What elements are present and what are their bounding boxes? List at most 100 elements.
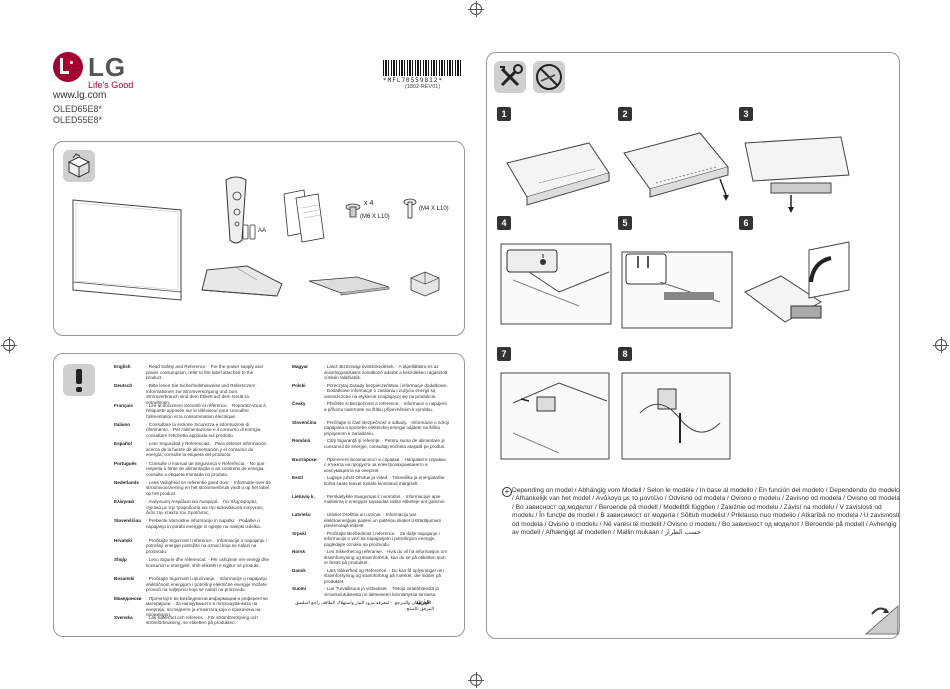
step-illustration — [500, 243, 612, 325]
step-illustration — [744, 136, 850, 213]
language-name: Slovenščina — [114, 518, 141, 524]
step-number: 4 — [497, 216, 511, 230]
language-name: Lietuvių k. — [292, 493, 315, 499]
lg-logo-icon — [53, 52, 83, 82]
language-text: · Prečítajte si časť Bezpečnosť a odkazy… — [324, 419, 449, 436]
language-text: · Přečtěte si Bezpečnost a reference. · … — [324, 401, 447, 412]
language-text: · Lue Turvallisuus ja viittaukset. · Tie… — [324, 586, 439, 597]
warning-icon — [63, 364, 95, 396]
screw-m6-icon — [345, 203, 361, 218]
language-name: Suomi — [292, 586, 307, 591]
step-drawing-part — [770, 182, 832, 194]
step-drawing-part — [744, 136, 850, 182]
language-name: Magyar — [292, 364, 309, 369]
components-panel: AA x 4 (M6 X L10) (M4 X L10) — [53, 141, 465, 336]
step-drawing-part — [512, 432, 560, 454]
language-text: · Läs Säkerhet och referens. · För ström… — [146, 614, 258, 626]
step-drawing-part — [512, 382, 608, 404]
tv-panel-icon — [72, 199, 182, 301]
language-name: Македонски — [114, 595, 142, 601]
registration-mark-right — [933, 337, 949, 353]
step-drawing-part — [506, 249, 558, 273]
language-name: Polski — [292, 382, 306, 388]
step-illustration — [621, 251, 733, 329]
tools-icon — [494, 61, 526, 93]
step-drawing-part — [790, 305, 822, 319]
screw-count: x 4 — [364, 200, 374, 207]
language-name: Română — [292, 438, 311, 443]
language-name: Nederlands — [114, 479, 140, 485]
language-name: Ελληνικά — [114, 499, 135, 505]
step-illustration — [744, 241, 850, 323]
language-text: · Leer Seguridad y Referencias. · Para o… — [146, 441, 267, 458]
language-name: Bosanski — [114, 576, 135, 582]
step-drawing-part — [540, 259, 546, 265]
language-text: · Consultare la sezione Sicurezza e info… — [146, 421, 262, 438]
step-drawing-part — [536, 396, 556, 412]
step-drawing-part — [723, 195, 729, 201]
language-name: Slovenčina — [292, 419, 317, 425]
step-drawing-part — [664, 292, 714, 300]
language-name: Deutsch — [114, 383, 133, 389]
language-name: Norsk — [292, 549, 306, 554]
language-name: Dansk — [292, 567, 306, 573]
language-name: Italiano — [114, 421, 131, 427]
model-dependent-note: Depending on model / Abhängig vom Modell… — [512, 487, 901, 537]
step-number: 6 — [739, 216, 753, 230]
battery-label: AA — [258, 228, 267, 234]
language-text: · Lire le document Sécurité et référence… — [146, 402, 266, 419]
step-illustration — [506, 142, 610, 206]
language-name: Svenska — [114, 614, 133, 620]
arabic-lang: العربية — [416, 600, 430, 606]
step-drawing-part — [512, 279, 580, 307]
language-text: · Pročitajte Bezbednost i reference. · Z… — [324, 530, 440, 547]
step-drawing-part — [788, 207, 794, 213]
registration-mark-top — [468, 1, 484, 17]
bracket-icon — [410, 271, 440, 297]
step-number: 8 — [618, 347, 632, 361]
language-text: · Прочетете Безопасност и справки. · Нап… — [324, 456, 446, 473]
language-name: Shqip — [114, 557, 127, 562]
language-text: · Lees Veiligheid en referentie goed doo… — [146, 479, 271, 496]
step-drawing-part — [621, 372, 731, 460]
language-text: · Lásd: Biztonsági óvintézkedések. · A t… — [324, 364, 448, 380]
language-name: Srpski — [292, 530, 307, 536]
website: www.lg.com — [53, 90, 107, 101]
step-drawing-part — [500, 372, 610, 460]
language-text: · Consulte o manual de Segurança e Refer… — [146, 460, 265, 477]
language-name: English — [114, 364, 131, 369]
box-contents-icon — [63, 150, 95, 182]
step-drawing-part — [528, 271, 610, 293]
language-text: · Ανάγνωση Ασφάλεια και Αναφορά. · Για π… — [146, 499, 265, 516]
registration-mark-bottom — [468, 672, 484, 688]
language-name: Español — [114, 441, 132, 447]
step-drawing-part — [637, 256, 649, 268]
arabic-text: · اقرأ الأمان والمرجع. · لمعرفة مزود الت… — [295, 600, 434, 611]
model-2: OLED55E8* — [53, 115, 103, 125]
language-text: · Perskaitykite Saugumas ir nuorodos. · … — [324, 493, 446, 505]
stand-plate-icon — [308, 276, 390, 296]
step-illustration — [621, 372, 731, 460]
language-text: · Pročitajte Sigurnost i upućivanje. · I… — [146, 576, 268, 593]
safety-panel: English · Read Safety and Reference. · Fo… — [53, 353, 465, 637]
barcode-number: *MFL70559812* — [383, 77, 443, 84]
language-text: · Les Sikkerhet og referanse. · Hvis du … — [324, 549, 448, 565]
step-number: 7 — [497, 347, 511, 361]
language-name: Hrvatski — [114, 537, 133, 543]
step-drawing-part — [808, 241, 850, 299]
step-drawing-part — [538, 168, 596, 184]
step-number: 5 — [618, 216, 632, 230]
step-number: 2 — [618, 107, 632, 121]
language-name: Български — [292, 456, 317, 462]
step-illustration — [500, 372, 610, 460]
step-drawing-part — [520, 398, 530, 402]
model-1: OLED65E8* — [53, 104, 103, 114]
page-turn-icon — [864, 605, 899, 635]
screw-m4-label: (M4 X L10) — [419, 206, 449, 212]
language-text: · Bitte lesen Sie Sicherheitshinweise un… — [146, 383, 259, 405]
brand-tagline: Life's Good — [88, 80, 134, 90]
brand-name: LG — [88, 52, 127, 82]
screw-m6-label: (M6 X L10) — [360, 214, 390, 220]
language-name: Česky — [292, 401, 306, 406]
language-text: · Read Safety and Reference. · For the p… — [146, 364, 263, 380]
